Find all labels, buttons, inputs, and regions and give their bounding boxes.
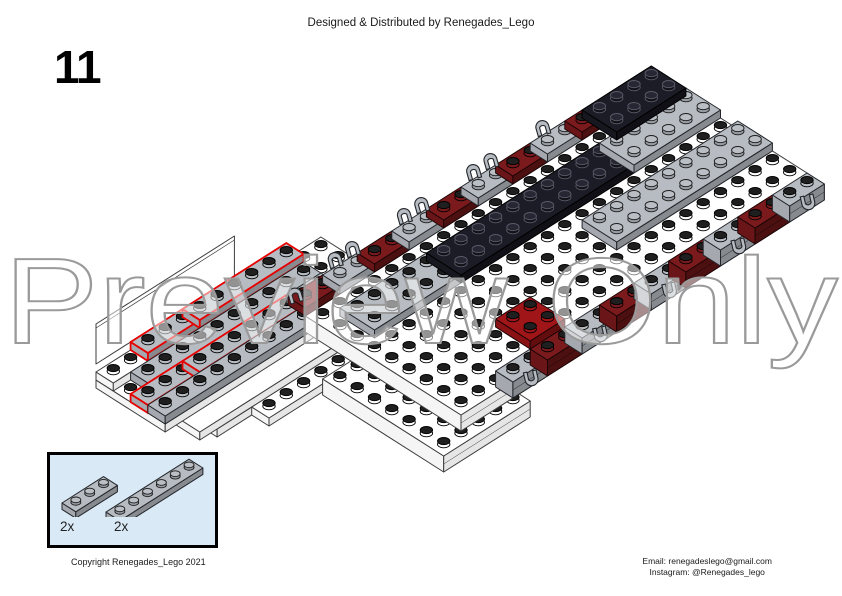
parts-callout-box: 2x 2x	[47, 452, 218, 548]
part-count-1x3: 2x	[60, 519, 75, 534]
footer-email: Email: renegadeslego@gmail.com	[642, 556, 772, 566]
footer-copyright: Copyright Renegades_Lego 2021	[71, 557, 206, 567]
header-text: Designed & Distributed by Renegades_Lego	[307, 17, 535, 29]
part-count-1x6: 2x	[114, 519, 129, 534]
parts-illustration	[61, 458, 204, 528]
footer-contact: Email: renegadeslego@gmail.com Instagram…	[642, 556, 772, 577]
step-number: 11	[54, 41, 102, 93]
footer-instagram: Instagram: @Renegades_lego	[649, 566, 765, 577]
